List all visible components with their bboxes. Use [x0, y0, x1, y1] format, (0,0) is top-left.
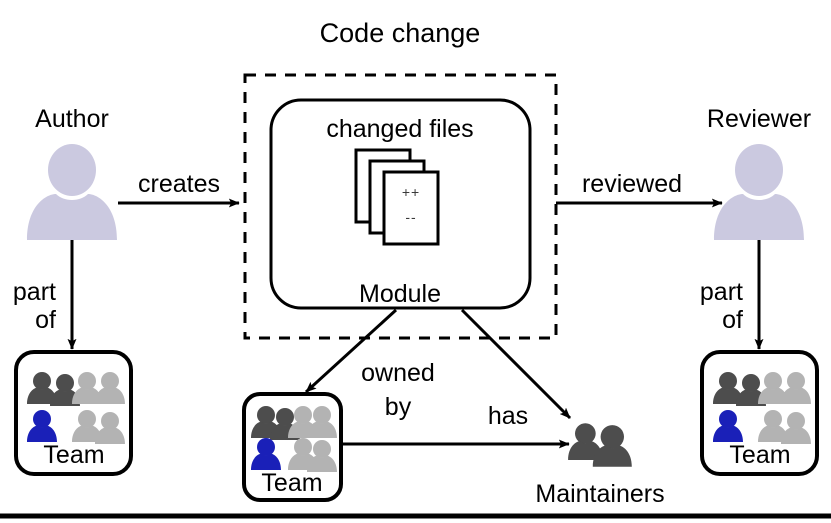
author-part-of-label-line1: part	[13, 278, 56, 306]
node-team-center: Team	[242, 392, 343, 502]
node-module: changed files Module ++ --	[269, 98, 532, 310]
node-code-change-group: Code change	[243, 18, 558, 340]
reviewed-label: reviewed	[582, 170, 682, 198]
edge-author-creates: creates	[118, 170, 240, 208]
node-team-right: Team	[700, 350, 819, 476]
team-left-label: Team	[43, 441, 104, 469]
node-team-left: Team	[14, 350, 133, 476]
file-stack-icon: ++ --	[354, 148, 440, 246]
edge-change-reviewed: reviewed	[556, 170, 723, 208]
file-added-marker: ++	[402, 184, 420, 200]
author-person-icon	[27, 144, 117, 240]
file-removed-marker: --	[405, 209, 416, 225]
has-label: has	[488, 402, 528, 430]
code-change-dashed-boundary	[243, 73, 558, 340]
code-change-title: Code change	[320, 18, 481, 48]
edge-module-owned-by: owned by	[304, 308, 435, 421]
node-author: Author	[27, 105, 117, 240]
team-right-label: Team	[729, 441, 790, 469]
reviewer-person-icon	[714, 144, 804, 240]
reviewer-part-of-label-line1: part	[700, 278, 743, 306]
has-arrow	[460, 308, 572, 420]
maintainers-people-icon	[568, 423, 632, 467]
reviewer-label: Reviewer	[707, 105, 811, 133]
node-reviewer: Reviewer	[707, 105, 811, 240]
edge-author-part-of: part of	[13, 240, 77, 350]
owned-by-label-line1: owned	[361, 359, 435, 387]
edge-module-has: has	[460, 308, 572, 430]
changed-files-label: changed files	[326, 115, 473, 143]
creates-label: creates	[138, 170, 220, 198]
author-label: Author	[35, 105, 109, 133]
owned-by-arrow	[304, 308, 398, 394]
maintainers-label: Maintainers	[535, 480, 664, 508]
owned-by-label-line2: by	[385, 393, 412, 421]
reviewer-part-of-label-line2: of	[722, 306, 743, 334]
author-part-of-label-line2: of	[35, 306, 56, 334]
module-label: Module	[359, 280, 441, 308]
node-maintainers: Maintainers	[535, 423, 665, 508]
team-center-label: Team	[261, 469, 322, 497]
edge-reviewer-part-of: part of	[700, 240, 764, 350]
